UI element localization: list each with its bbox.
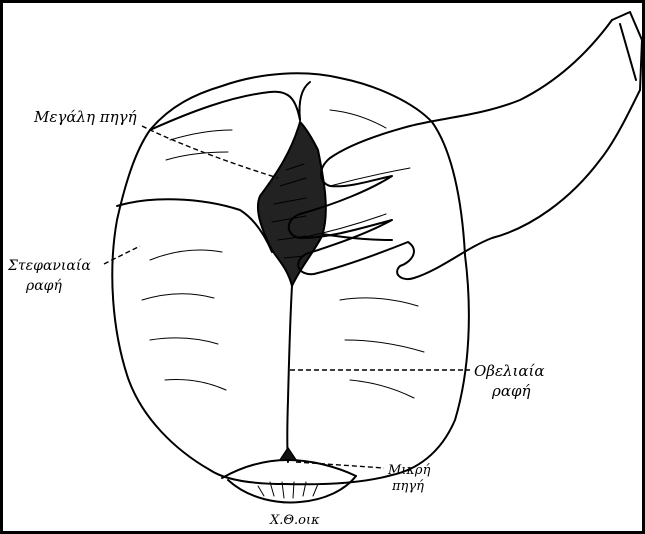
frontal-suture-left <box>150 92 300 130</box>
label-sagittal-suture-2: ραφή <box>491 382 530 400</box>
leader-coronal-suture <box>104 246 140 264</box>
label-posterior-fontanelle-1: Μικρή <box>387 463 431 478</box>
leader-posterior-fontanelle <box>296 462 384 468</box>
label-anterior-fontanelle: Μεγάλη πηγή <box>33 108 137 126</box>
label-signature: Χ.Θ.οικ <box>269 513 320 528</box>
anterior-fontanelle-shape <box>258 122 326 286</box>
sagittal-suture <box>287 286 292 462</box>
label-posterior-fontanelle-2: πηγή <box>391 479 424 494</box>
leader-anterior-fontanelle <box>142 126 278 178</box>
label-coronal-suture-2: ραφή <box>25 278 62 294</box>
label-coronal-suture-1: Στεφανιαία <box>7 257 91 274</box>
wrist-band <box>612 12 642 90</box>
frontal-split <box>299 82 310 120</box>
occipital-bone <box>228 476 356 502</box>
coronal-suture <box>117 199 272 252</box>
posterior-fontanelle-shape <box>280 448 296 460</box>
lambdoid-suture <box>222 460 356 478</box>
label-sagittal-suture-1: Οβελιαία <box>474 362 545 380</box>
